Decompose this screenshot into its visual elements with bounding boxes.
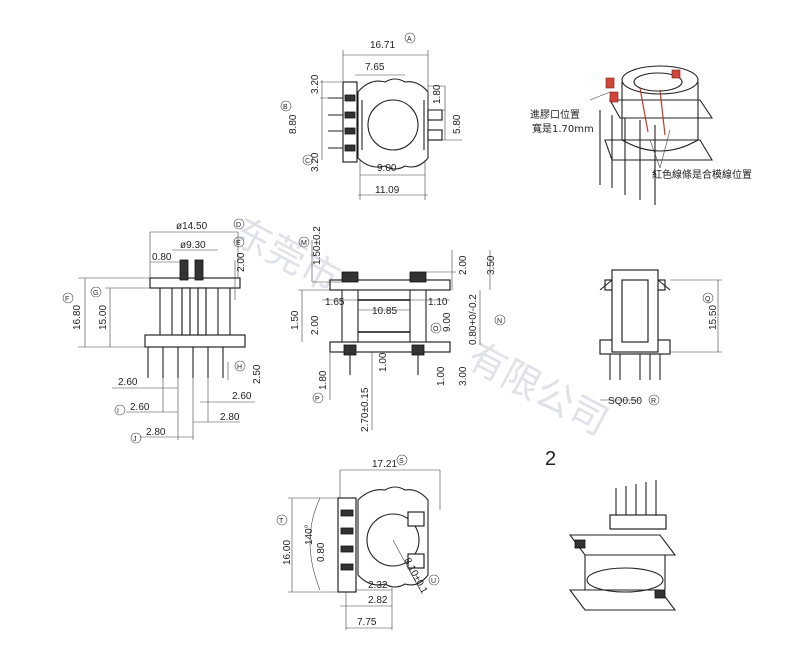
- dim-pin-d: 3.00: [458, 366, 469, 386]
- dim-core-height: 9.00: [442, 312, 453, 332]
- dim-bottom-inner: 9.00: [377, 163, 397, 174]
- marker-o: O: [433, 326, 439, 333]
- figure-number: 2: [545, 448, 556, 470]
- marker-s: S: [399, 458, 404, 465]
- dim-right-top: 1.80: [432, 84, 443, 104]
- marker-p: P: [315, 396, 320, 403]
- marker-g: G: [93, 290, 98, 297]
- marker-q: Q: [705, 296, 711, 303]
- dim-left-bottom: 3.20: [310, 152, 321, 172]
- dim-inner-dia: ø9.30: [180, 240, 206, 251]
- dim-pin-square: SQ0.50: [608, 396, 642, 407]
- dim-pin-c: 1.00: [436, 366, 447, 386]
- dim-bottom-height: 16.00: [282, 540, 293, 565]
- dim-body-height: 15.00: [98, 305, 109, 330]
- marker-i: I: [117, 408, 119, 415]
- dim-left-mid: 8.80: [288, 114, 299, 134]
- dim-a: 1.65: [325, 297, 345, 308]
- dim-right-b: 3.50: [486, 255, 497, 275]
- marker-f: F: [65, 296, 69, 303]
- side-view: 15.50 Q SQ0.50 R: [599, 269, 722, 407]
- bottom-view: 17.21 S 16.00 T 140° 0.80 8.10±0.1 U 2.3…: [276, 454, 441, 630]
- dim-bottom-pin: 0.80: [316, 542, 327, 562]
- gate-width-label: 寬是1.70mm: [532, 122, 594, 135]
- dim-b: 10.85: [372, 306, 397, 317]
- dim-right-a: 2.00: [458, 255, 469, 275]
- dim-base: 2.70±0.15: [360, 387, 371, 432]
- marker-t: T: [279, 518, 284, 525]
- company-watermark: 东莞市 有限公司: [226, 209, 616, 444]
- marker-b: B: [283, 104, 288, 111]
- dim-left-a: 1.50: [290, 310, 301, 330]
- red-line-label: 紅色線條是合模線位置: [652, 168, 752, 181]
- dim-pitch-d: 2.60: [232, 391, 252, 402]
- dim-left-top: 3.20: [310, 74, 321, 94]
- dim-total-height: 16.80: [72, 305, 83, 330]
- dim-right-mid: 5.80: [452, 114, 463, 134]
- dim-top-slot: 1.50±0.2: [312, 226, 323, 265]
- iso-view-top: 進膠口位置 寬是1.70mm 紅色線條是合模線位置: [530, 65, 752, 205]
- dim-angle: 140°: [304, 524, 315, 545]
- marker-d: D: [236, 222, 241, 229]
- dim-pin-b: 1.00: [378, 352, 389, 372]
- top-view: 16.71 A 7.65 3.20 8.80 3.20 B C 1.80 5.8…: [280, 32, 463, 200]
- marker-h: H: [237, 364, 242, 371]
- dim-bottom-width: 17.21: [372, 459, 397, 470]
- marker-e: E: [236, 240, 241, 247]
- dim-flange: 2.00: [236, 252, 247, 272]
- dim-pitch-b: 2.60: [130, 402, 150, 413]
- dim-bottom-outer: 11.09: [375, 185, 400, 196]
- dim-outer-dia: ø14.50: [176, 221, 208, 232]
- dim-c: 1.10: [428, 297, 448, 308]
- marker-u: U: [431, 578, 436, 585]
- marker-m: M: [301, 240, 307, 247]
- section-view: 1.50±0.2 M 1.65 10.85 1.10 1.50 2.00 2.0…: [290, 226, 506, 432]
- dim-pitch-a: 2.60: [118, 377, 138, 388]
- dim-side-height: 15.50: [708, 305, 719, 330]
- marker-r: R: [651, 398, 656, 405]
- dim-pin-span: 7.65: [365, 62, 385, 73]
- dim-bottom-b: 2.82: [368, 595, 388, 606]
- dim-tol-a: 0.80+0/-0.2: [468, 294, 479, 345]
- marker-a: A: [407, 36, 412, 43]
- dim-pin: 0.80: [152, 252, 172, 263]
- marker-c: C: [305, 158, 310, 165]
- marker-n: N: [497, 318, 502, 325]
- dim-bottom-a: 2.32: [368, 580, 388, 591]
- gate-position-label: 進膠口位置: [530, 108, 580, 121]
- dim-bottom-c: 7.75: [357, 617, 377, 628]
- front-view: ø14.50 D ø9.30 E 0.80 2.00 16.80 15.00 F…: [62, 218, 263, 444]
- dim-overall-width: 16.71: [370, 40, 395, 51]
- dim-pin-a: 1.80: [318, 370, 329, 390]
- dim-pin-len: 2.50: [252, 364, 263, 384]
- iso-view-bottom: [568, 480, 677, 611]
- dim-pitch-c: 2.80: [146, 427, 166, 438]
- dim-pitch-e: 2.80: [220, 412, 240, 423]
- dim-left-b: 2.00: [310, 315, 321, 335]
- marker-j: J: [133, 436, 137, 443]
